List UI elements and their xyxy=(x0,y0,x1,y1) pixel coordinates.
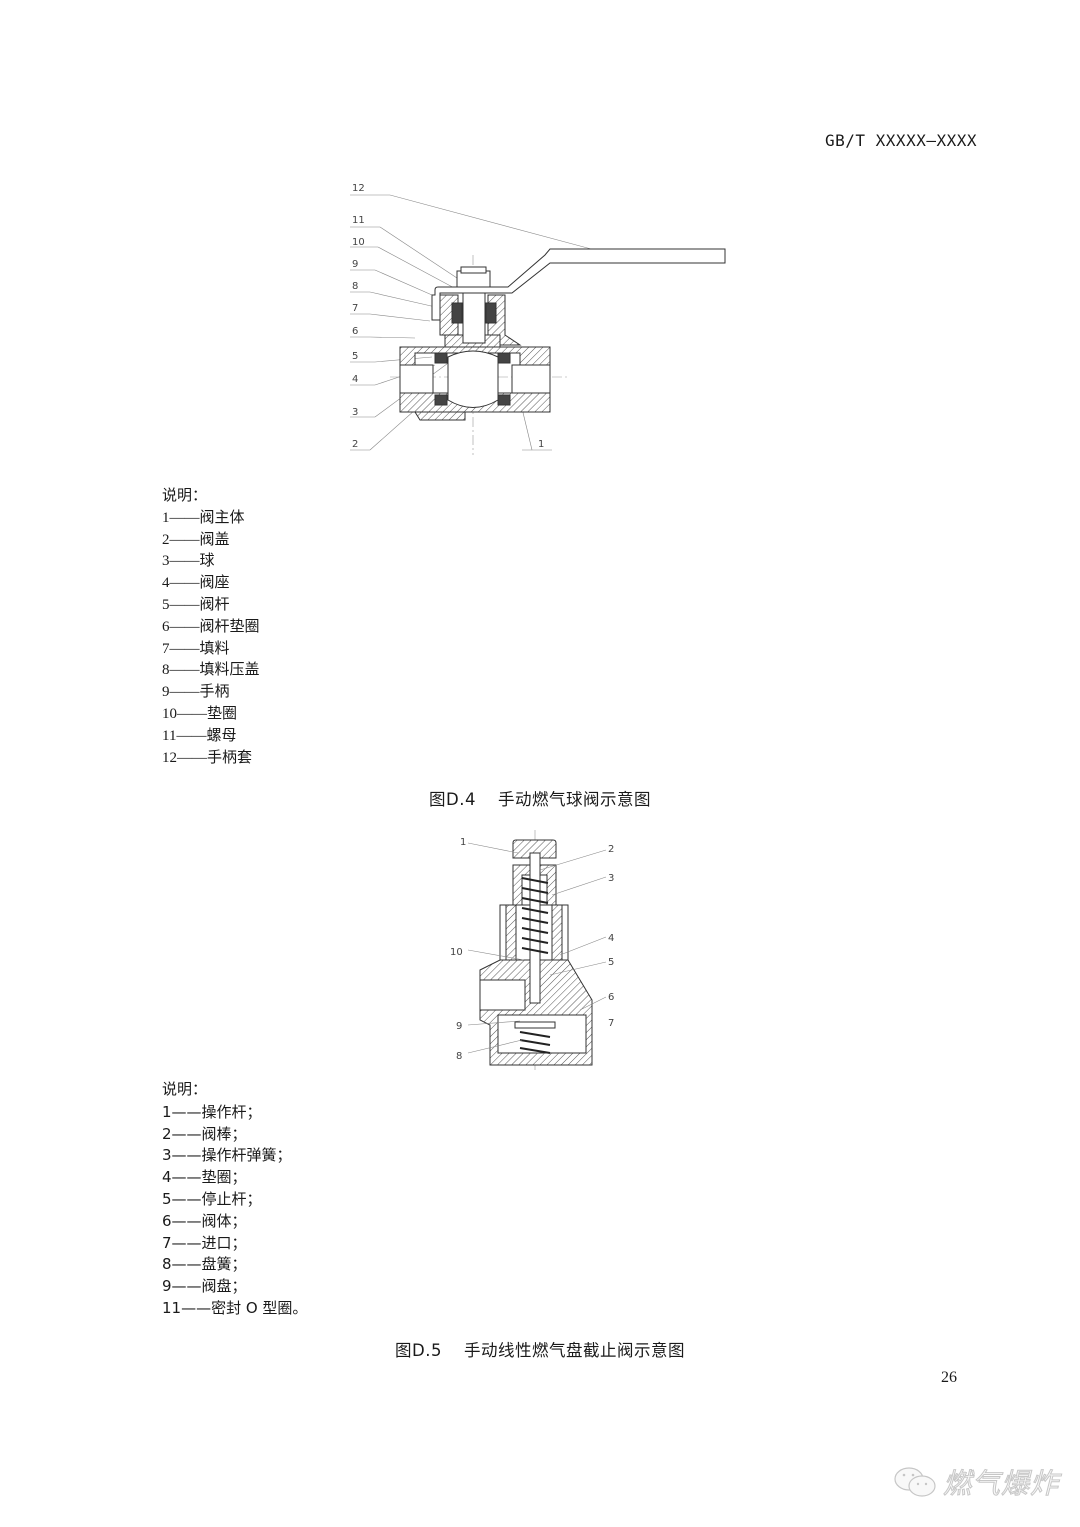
callout-2: 2 xyxy=(352,439,358,450)
callout-9: 9 xyxy=(352,259,358,270)
figure-caption-d5: 图D.5 手动线性燃气盘截止阀示意图 xyxy=(0,1337,1080,1361)
watermark: 燃气爆炸 xyxy=(893,1462,1059,1502)
legend-item: 4——垫圈； xyxy=(162,1168,247,1187)
callout-6: 6 xyxy=(608,992,614,1003)
legend-item: 9——手柄 xyxy=(162,684,230,701)
legend-item: 6——阀杆垫圈 xyxy=(162,618,260,635)
legend-item: 6——阀体； xyxy=(162,1211,247,1230)
caption-number: 图D.4 xyxy=(429,790,476,809)
figure-caption-d4: 图D.4 手动燃气球阀示意图 xyxy=(0,786,1080,810)
legend-item: 2——阀棒； xyxy=(162,1124,247,1143)
legend-item: 4——阀座 xyxy=(162,575,230,592)
legend-item: 5——停止杆； xyxy=(162,1189,262,1208)
legend-item: 10——垫圈 xyxy=(162,705,238,722)
legend-item: 11——密封 O 型圈。 xyxy=(162,1298,308,1317)
stop-valve-diagram: 1 2 3 4 5 6 7 8 9 10 xyxy=(450,830,614,1070)
wechat-icon xyxy=(894,1467,936,1497)
legend-item: 12——手柄套 xyxy=(162,749,253,766)
callout-10: 10 xyxy=(450,947,463,958)
caption-title: 手动线性燃气盘截止阀示意图 xyxy=(463,1341,685,1360)
callout-3: 3 xyxy=(608,873,614,884)
legend-item: 3——球 xyxy=(162,553,215,570)
legend-item: 1——操作杆； xyxy=(162,1102,262,1121)
legend-d5: 说明： 1——操作杆； 2——阀棒； 3——操作杆弹簧； 4——垫圈； 5——停… xyxy=(162,1080,307,1320)
callout-5: 5 xyxy=(352,351,358,362)
callout-9: 9 xyxy=(456,1021,462,1032)
callout-8: 8 xyxy=(456,1051,462,1062)
callout-7: 7 xyxy=(608,1018,614,1029)
callout-2: 2 xyxy=(608,844,614,855)
legend-item: 7——填料 xyxy=(162,640,230,657)
callout-4: 4 xyxy=(608,933,614,944)
caption-title: 手动燃气球阀示意图 xyxy=(497,790,651,809)
callout-4: 4 xyxy=(352,374,358,385)
legend-title: 说明： xyxy=(162,1082,208,1098)
callout-12: 12 xyxy=(352,183,365,194)
callout-1: 1 xyxy=(538,439,544,450)
legend-item: 5——阀杆 xyxy=(162,596,230,613)
legend-item: 2——阀盖 xyxy=(162,531,230,548)
callout-11: 11 xyxy=(352,215,365,226)
callout-3: 3 xyxy=(352,407,358,418)
standard-code: GB/T XXXXX—XXXX xyxy=(825,131,977,150)
callout-8: 8 xyxy=(352,281,358,292)
legend-item: 1——阀主体 xyxy=(162,509,245,526)
ball-valve-diagram: 12 11 10 9 8 7 6 5 4 3 2 1 xyxy=(350,183,726,455)
callout-1: 1 xyxy=(460,837,466,848)
watermark-text: 燃气爆炸 xyxy=(942,1467,1060,1501)
legend-item: 8——填料压盖 xyxy=(162,662,260,679)
legend-item: 11——螺母 xyxy=(162,727,237,744)
legend-item: 3——操作杆弹簧； xyxy=(162,1146,292,1165)
legend-item: 8——盘簧； xyxy=(162,1255,247,1274)
legend-d4: 说明： 1——阀主体 2——阀盖 3——球 4——阀座 5——阀杆 6——阀杆垫… xyxy=(162,486,260,769)
caption-number: 图D.5 xyxy=(395,1341,442,1360)
callout-10: 10 xyxy=(352,237,365,248)
page-number: 26 xyxy=(941,1369,957,1386)
callout-6: 6 xyxy=(352,326,358,337)
legend-title: 说明： xyxy=(162,488,208,504)
legend-item: 7——进口； xyxy=(162,1233,247,1252)
legend-item: 9——阀盘； xyxy=(162,1277,247,1296)
callout-5: 5 xyxy=(608,957,614,968)
callout-7: 7 xyxy=(352,303,358,314)
